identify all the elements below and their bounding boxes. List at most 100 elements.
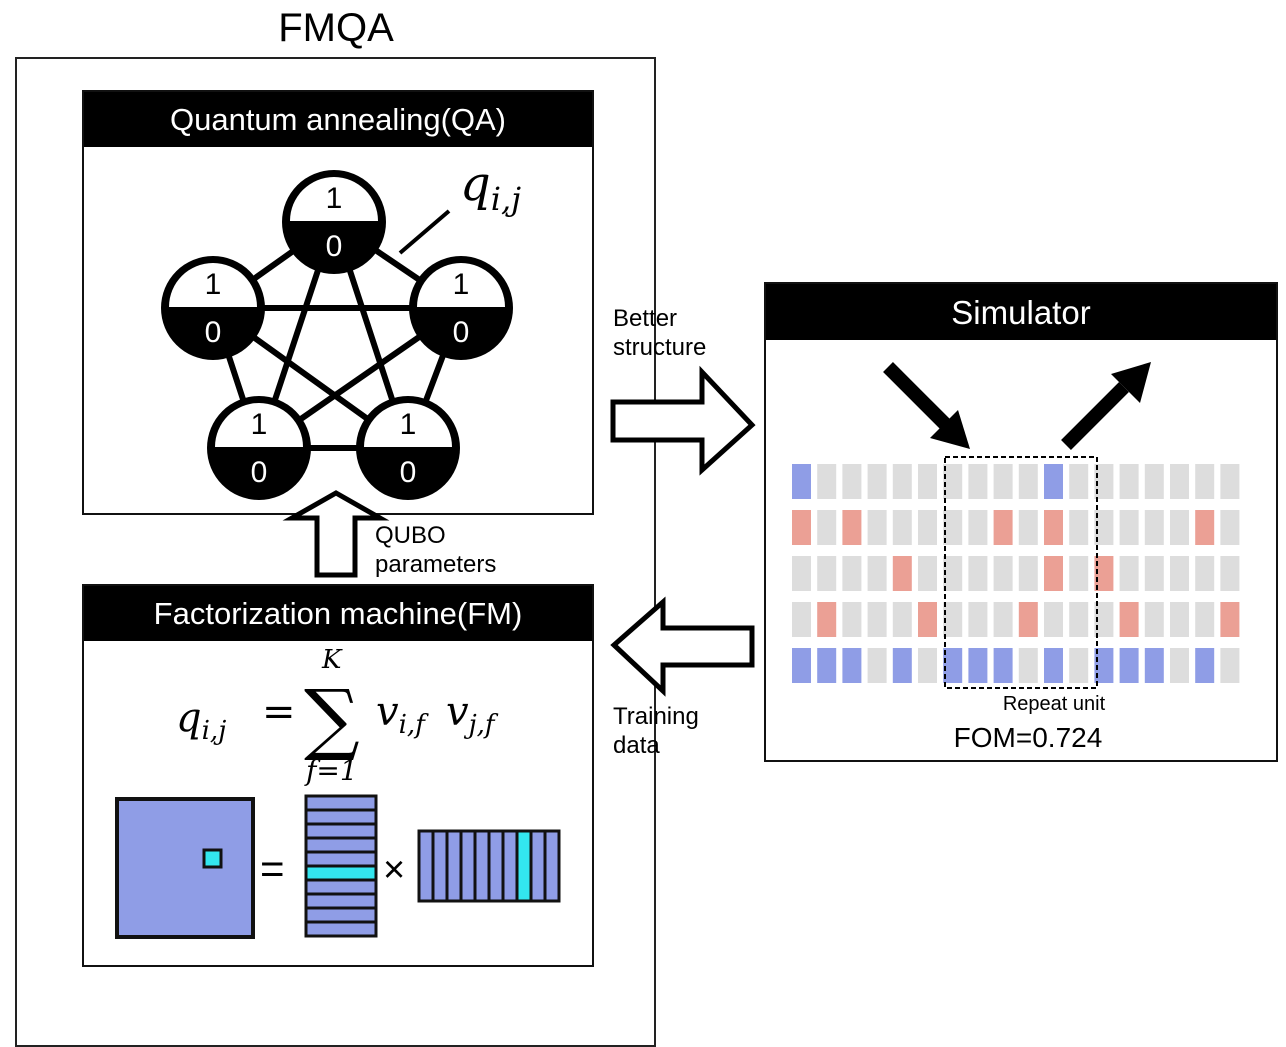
- repeat-unit-label: Repeat unit: [1003, 693, 1106, 715]
- structure-cell: [1170, 510, 1189, 545]
- v-transpose-column: [501, 829, 519, 903]
- v-matrix-row: [304, 822, 378, 840]
- structure-cell: [1195, 510, 1215, 545]
- structure-cell: [842, 464, 862, 499]
- better-structure-label: Better structure: [613, 305, 707, 361]
- v-transpose-column: [417, 829, 435, 903]
- structure-cell: [1144, 464, 1164, 499]
- structure-cell: [1018, 648, 1038, 683]
- qubit-node: 10: [207, 396, 311, 500]
- qubit-node-upper-half: [417, 263, 505, 307]
- structure-cell: [993, 648, 1013, 683]
- structure-cell: [892, 648, 912, 683]
- input-arrow-shaft: [883, 362, 951, 430]
- matrix-element-highlight: [202, 848, 223, 869]
- structure-cell: [892, 602, 912, 637]
- structure-cell: [1044, 464, 1063, 499]
- v-matrix-row: [304, 808, 378, 826]
- structure-cell: [867, 510, 887, 545]
- v-matrix-row: [304, 850, 378, 868]
- structure-cell: [792, 556, 811, 591]
- structure-cell: [1144, 510, 1164, 545]
- qubit-node: 10: [409, 256, 513, 360]
- v-matrix-row: [304, 864, 378, 882]
- qa-panel-title: Quantum annealing(QA): [84, 92, 592, 147]
- qubit-node-value-0: 0: [326, 230, 343, 263]
- structure-cell: [1069, 602, 1089, 637]
- structure-cell: [842, 556, 862, 591]
- structure-cell: [943, 602, 963, 637]
- structure-cell: [993, 556, 1013, 591]
- structure-cell: [968, 648, 988, 683]
- structure-cell: [1144, 602, 1164, 637]
- simulator-title: Simulator: [766, 284, 1276, 340]
- qubit-label-leader-line: [398, 209, 451, 255]
- structure-cell: [1044, 648, 1063, 683]
- structure-cell: [792, 602, 811, 637]
- structure-cell: [1069, 648, 1089, 683]
- equation-v-if: vi,f: [376, 689, 429, 740]
- summation-lower-limit: f=1: [304, 754, 358, 787]
- structure-cell: [817, 464, 837, 499]
- qubit-node-value-1: 1: [453, 268, 470, 301]
- repeat-unit-box: [944, 456, 1098, 689]
- structure-cell: [867, 556, 887, 591]
- simulator-arrows: [883, 362, 1151, 450]
- v-matrix-row: [304, 878, 378, 896]
- structure-cell: [968, 602, 988, 637]
- v-matrix-row: [304, 892, 378, 910]
- structure-cell: [1018, 556, 1038, 591]
- structure-cell: [1018, 602, 1038, 637]
- structure-cell: [993, 510, 1013, 545]
- structure-cell: [792, 510, 811, 545]
- v-transpose-column: [529, 829, 547, 903]
- fmqa-title: FMQA: [278, 6, 394, 50]
- qubit-node-value-1: 1: [400, 408, 417, 441]
- qubit-node-value-0: 0: [400, 456, 417, 489]
- structure-cell: [1119, 602, 1139, 637]
- structure-cell: [1044, 510, 1063, 545]
- qubo-parameters-arrow: [282, 490, 390, 578]
- qubit-node-upper-half: [364, 403, 452, 447]
- structure-cell: [1044, 556, 1063, 591]
- structure-cell: [1069, 510, 1089, 545]
- structure-cell: [1195, 464, 1215, 499]
- summation-symbol: ∑: [304, 674, 360, 764]
- structure-cell: [1195, 648, 1215, 683]
- structure-cell: [1094, 648, 1114, 683]
- structure-cell: [842, 602, 862, 637]
- output-arrow-head: [1111, 362, 1151, 403]
- structure-cell: [1044, 602, 1063, 637]
- structure-cell: [1069, 556, 1089, 591]
- v-transpose-column: [487, 829, 505, 903]
- equation-equals: =: [262, 689, 296, 735]
- structure-cell: [943, 464, 963, 499]
- training-data-label: Training data: [613, 703, 699, 759]
- structure-cell: [817, 648, 837, 683]
- structure-cell: [892, 556, 912, 591]
- structure-cell: [1170, 648, 1189, 683]
- structure-cell: [867, 602, 887, 637]
- qa-panel: Quantum annealing(QA): [82, 90, 594, 515]
- qubit-node-value-1: 1: [326, 182, 343, 215]
- v-transpose-column: [459, 829, 477, 903]
- structure-cell: [918, 648, 937, 683]
- v-transpose-column: [431, 829, 449, 903]
- fom-label: FOM=0.724: [954, 722, 1103, 753]
- structure-cell: [1220, 464, 1240, 499]
- structure-cell: [1170, 464, 1189, 499]
- structure-cell: [968, 556, 988, 591]
- qubo-parameters-label: QUBO parameters: [375, 522, 497, 578]
- structure-cell: [1094, 602, 1114, 637]
- structure-cell: [1170, 556, 1189, 591]
- structure-cell: [842, 648, 862, 683]
- structure-cell: [817, 602, 837, 637]
- qubit-node-value-1: 1: [251, 408, 268, 441]
- structure-cell: [943, 556, 963, 591]
- structure-cell: [1119, 464, 1139, 499]
- structure-cell: [817, 510, 837, 545]
- qubit-node-value-0: 0: [251, 456, 268, 489]
- structure-cell: [918, 556, 937, 591]
